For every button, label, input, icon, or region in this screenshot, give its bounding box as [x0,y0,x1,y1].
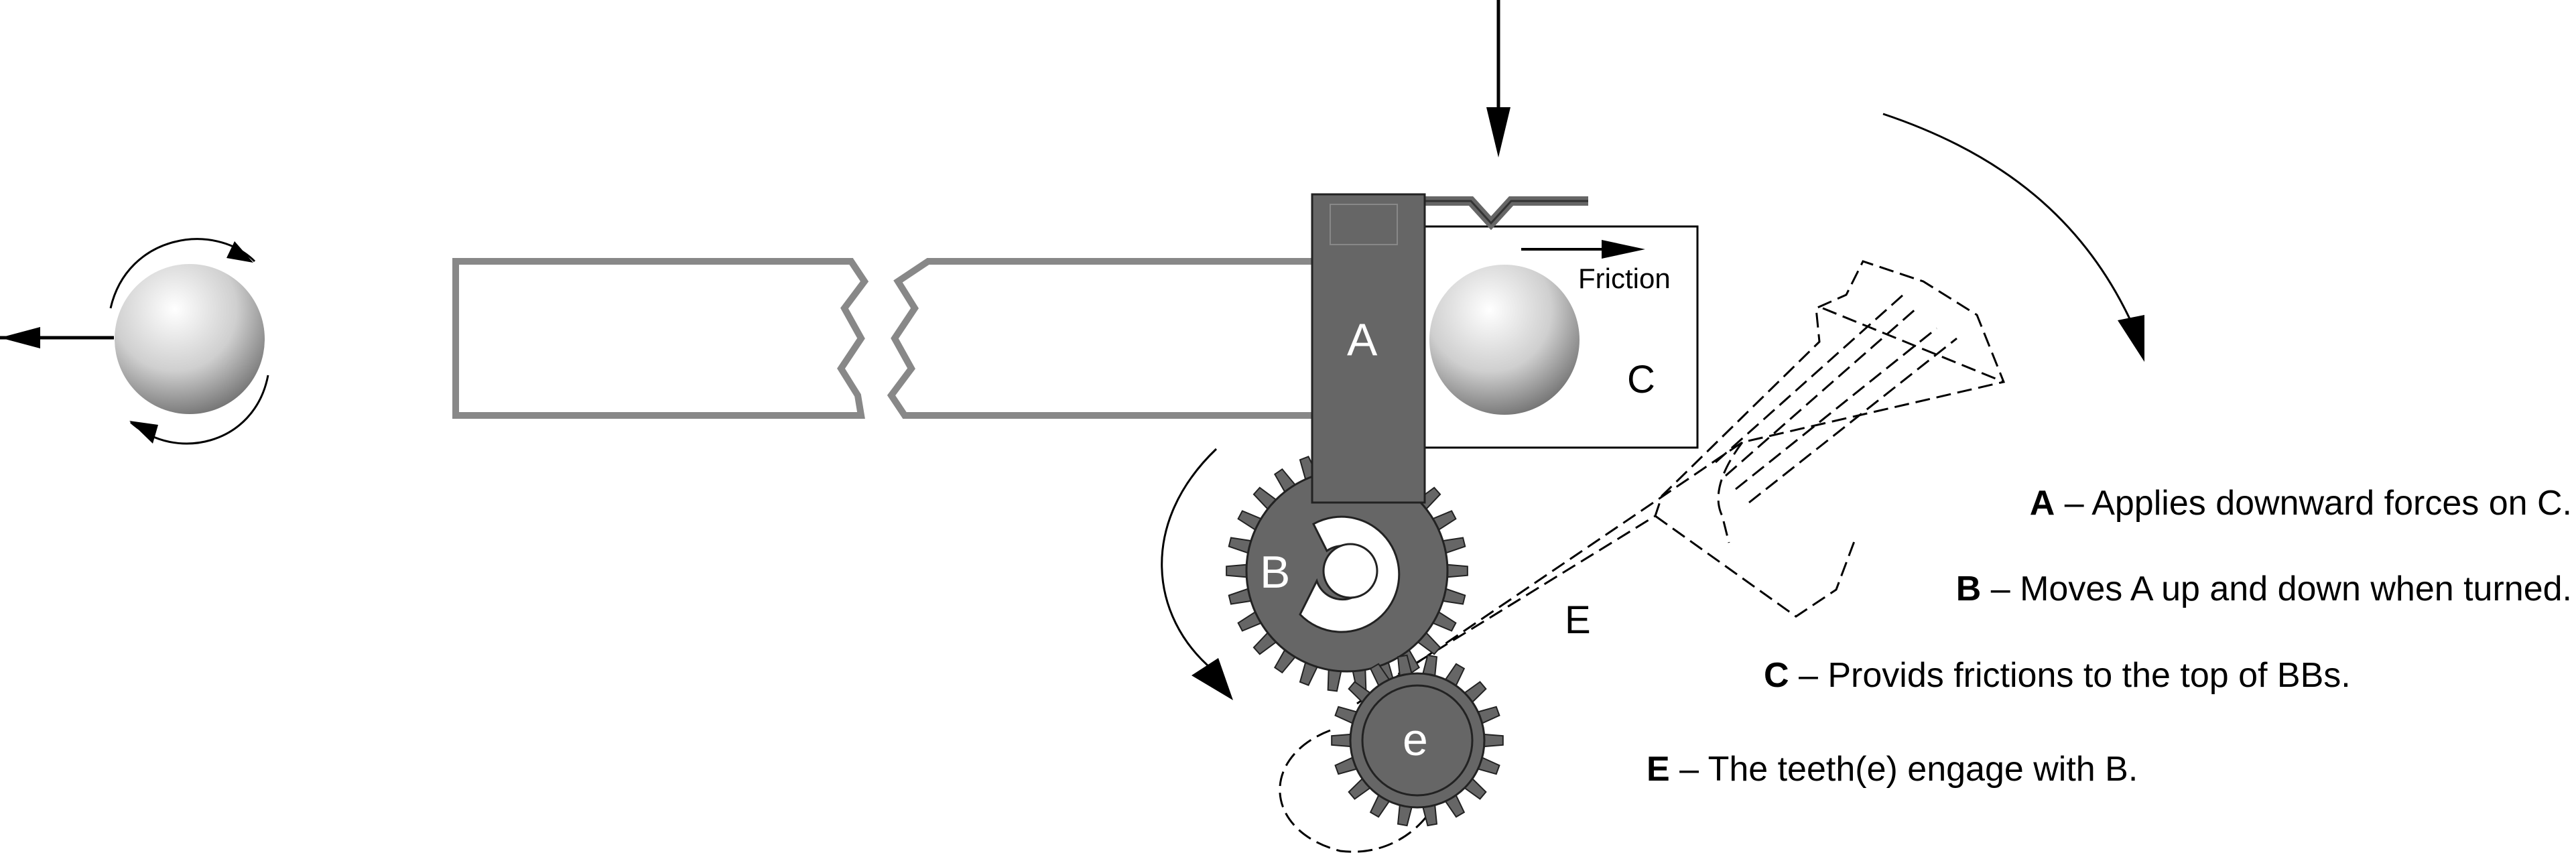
inner-barrel [452,258,1330,419]
label-b: B [1260,547,1290,598]
part-a-lever: A [1311,193,1426,504]
label-a: A [1347,314,1378,365]
part-c-housing: C Friction [1423,225,1699,449]
left-bb-group [0,238,269,445]
label-c: C [1627,358,1655,401]
gear-b-rotation-arrow [1161,448,1218,671]
legend-b: B – Moves A up and down when turned. [1956,570,2572,608]
part-e-arm [1279,260,2006,853]
legend-c: C – Provids frictions to the top of BBs. [1764,656,2351,695]
legend-a: A – Applies downward forces on C. [2030,484,2572,523]
friction-label: Friction [1578,263,1671,294]
part-e-small-gear: e [1331,654,1504,827]
chamber-bb [1429,265,1580,415]
left-bb [115,264,265,414]
legend-e: E – The teeth(e) engage with B. [1647,750,2138,789]
label-e-small: e [1403,714,1428,765]
label-e-arm: E [1565,598,1591,642]
tensioner-spring [1421,196,1588,231]
arm-rotation-arrow [1882,113,2132,322]
legend: A – Applies downward forces on C. B – Mo… [1647,484,2572,789]
